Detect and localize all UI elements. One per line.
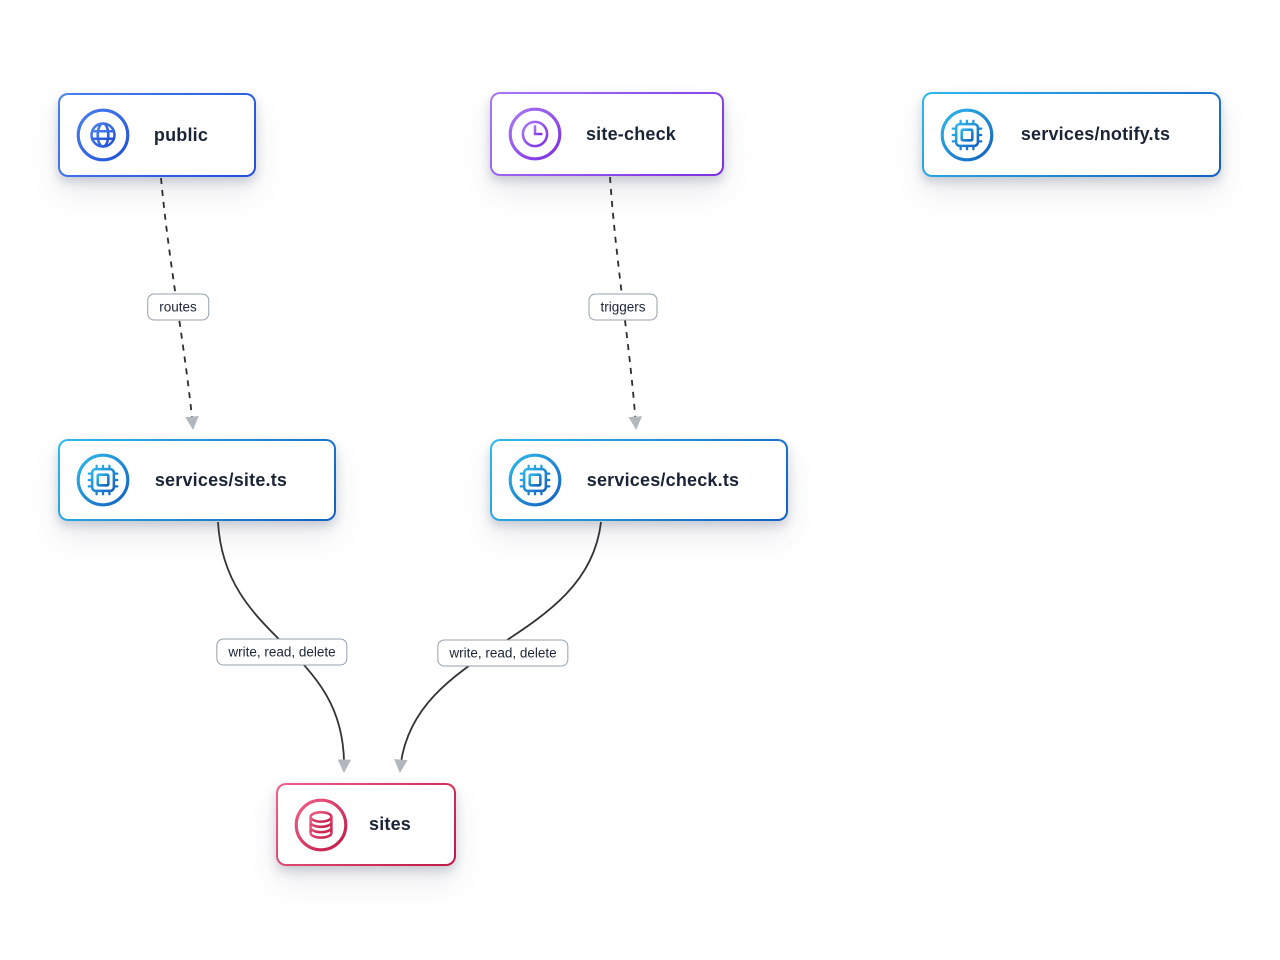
globe-icon xyxy=(74,106,132,164)
node-label: public xyxy=(153,124,209,145)
node-label: services/check.ts xyxy=(586,469,740,490)
node-services-notify: services/notify.ts xyxy=(922,92,1221,177)
chip-icon xyxy=(74,451,132,509)
node-label: sites xyxy=(368,814,412,834)
clock-icon xyxy=(506,105,564,163)
node-label: services/notify.ts xyxy=(1020,124,1171,144)
node-public: public xyxy=(58,93,256,177)
edge-label-routes: routes xyxy=(147,293,209,321)
edge-label-check-permissions: write, read, delete xyxy=(437,639,569,667)
database-icon xyxy=(292,796,350,854)
edge-label-triggers: triggers xyxy=(588,293,658,321)
edge-label-site-permissions: write, read, delete xyxy=(216,638,348,666)
node-label: site-check xyxy=(585,123,677,144)
node-label: services/site.ts xyxy=(154,469,288,490)
chip-icon xyxy=(506,451,564,509)
node-site-check: site-check xyxy=(490,92,724,176)
node-sites: sites xyxy=(276,783,456,866)
node-services-site: services/site.ts xyxy=(58,439,336,521)
chip-icon xyxy=(938,106,996,164)
node-services-check: services/check.ts xyxy=(490,439,788,521)
